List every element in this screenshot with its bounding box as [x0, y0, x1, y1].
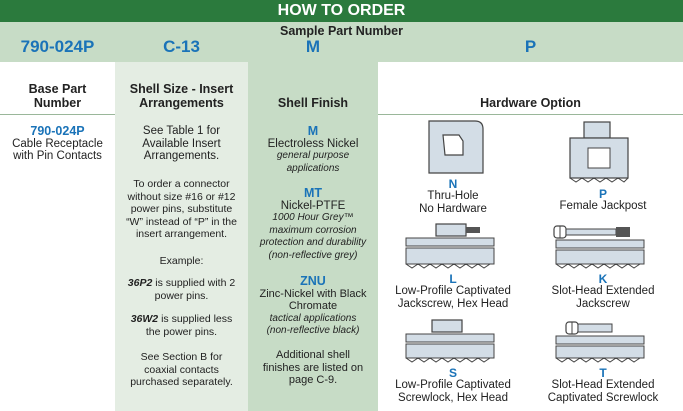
finish-name: Chromate — [288, 300, 338, 312]
shell-text: is supplied less — [158, 313, 233, 325]
hardware-text: Female Jackpost — [559, 200, 647, 212]
shell-text: To order a connector — [133, 178, 230, 190]
finish-desc: protection and durability — [259, 237, 367, 248]
base-part-column: 790-024P Cable Receptacle with Pin Conta… — [0, 125, 115, 163]
sample-part-number-row — [0, 22, 683, 62]
hardware-name-s: Low-Profile Captivated Screwlock, Hex He… — [378, 379, 528, 404]
finish-desc: applications — [286, 162, 340, 174]
example-code: 36W2 — [130, 313, 159, 325]
finish-option-mt: MT Nickel-PTFE 1000 Hour Grey™ maximum c… — [248, 187, 378, 262]
hardware-name-t: Slot-Head Extended Captivated Screwlock — [528, 379, 678, 404]
base-part-desc-2: with Pin Contacts — [13, 150, 102, 162]
divider — [0, 114, 115, 115]
finish-desc: 1000 Hour Grey™ — [272, 212, 354, 223]
example-code: 36P2 — [127, 277, 153, 289]
shell-text: coaxial contacts — [144, 363, 219, 376]
divider — [378, 114, 683, 115]
shell-text: insert arrangement. — [135, 228, 228, 240]
low-profile-jackscrew-diagram — [405, 223, 495, 269]
hardware-text: Thru-Hole — [427, 190, 479, 202]
slot-head-screwlock-diagram — [555, 321, 645, 363]
shell-text: power pins. — [154, 289, 209, 302]
hardware-text: Slot-Head Extended — [551, 285, 655, 297]
hardware-letter-n: N — [448, 177, 458, 191]
finish-name: Zinc-Nickel with Black — [259, 287, 367, 300]
shell-text: purchased separately. — [130, 376, 233, 388]
sample-code-shell: C-13 — [163, 37, 200, 56]
shell-text: See Section B for — [140, 351, 223, 363]
header-hardware-option: Hardware Option — [480, 96, 581, 110]
base-part-code: 790-024P — [30, 124, 85, 138]
thru-hole-diagram — [428, 120, 484, 174]
low-profile-screwlock-diagram — [405, 319, 495, 363]
hardware-text: Low-Profile Captivated — [395, 285, 511, 297]
shell-text: is supplied with 2 — [152, 277, 236, 289]
hardware-name-n: Thru-Hole No Hardware — [378, 190, 528, 215]
hardware-letter-t: T — [599, 366, 607, 380]
finish-text: finishes are listed on — [262, 361, 364, 374]
finish-text: Additional shell — [276, 349, 350, 361]
hardware-text: Low-Profile Captivated — [395, 379, 511, 391]
hardware-text: No Hardware — [419, 202, 487, 215]
finish-column-bg — [248, 62, 378, 411]
hardware-name-p: Female Jackpost — [528, 200, 678, 213]
hardware-text: Screwlock, Hex Head — [398, 391, 508, 404]
shell-example-2: 36W2 is supplied less the power pins. — [115, 313, 248, 338]
title-bar: HOW TO ORDER — [0, 0, 683, 22]
sample-code-finish: M — [305, 37, 321, 56]
shell-text: Arrangements. — [143, 150, 220, 162]
shell-text: Available Insert — [142, 137, 221, 150]
base-part-desc-1: Cable Receptacle — [12, 137, 103, 150]
shell-order-note: To order a connector without size #16 or… — [115, 178, 248, 241]
finish-desc: general purpose — [276, 150, 350, 161]
shell-section-note: See Section B for coaxial contacts purch… — [115, 351, 248, 389]
shell-example-label: Example: — [159, 255, 204, 267]
shell-example-1: 36P2 is supplied with 2 power pins. — [115, 277, 248, 302]
hardware-letter-l: L — [449, 272, 457, 286]
header-base-part-number: Base Part Number — [28, 82, 87, 110]
sample-code-base: 790-024P — [20, 37, 95, 56]
shell-text: “W” instead of “P” in the — [126, 215, 237, 228]
hardware-text: Slot-Head Extended — [551, 379, 655, 391]
header-shell-size: Shell Size - Insert Arrangements — [129, 82, 234, 110]
finish-code: MT — [303, 186, 323, 200]
female-jackpost-diagram — [569, 121, 629, 183]
sample-part-number-title: Sample Part Number — [280, 24, 403, 38]
hardware-name-k: Slot-Head Extended Jackscrew — [528, 285, 678, 310]
finish-desc: tactical applications — [269, 312, 357, 324]
hardware-letter-p: P — [598, 187, 607, 201]
hardware-letter-k: K — [598, 272, 608, 286]
finish-option-znu: ZNU Zinc-Nickel with Black Chromate tact… — [248, 275, 378, 338]
finish-name: Electroless Nickel — [267, 137, 359, 150]
header-shell-finish: Shell Finish — [277, 96, 349, 110]
finish-text: page C-9. — [288, 374, 338, 386]
finish-option-m: M Electroless Nickel general purpose app… — [248, 125, 378, 175]
hardware-text: Jackscrew, Hex Head — [397, 297, 509, 310]
hardware-letter-s: S — [448, 366, 457, 380]
finish-desc: (non-reflective grey) — [268, 249, 358, 261]
hardware-name-l: Low-Profile Captivated Jackscrew, Hex He… — [378, 285, 528, 310]
slot-head-jackscrew-diagram — [553, 225, 645, 269]
shell-text: the power pins. — [145, 325, 218, 338]
hardware-text: Jackscrew — [576, 297, 630, 310]
finish-additional-note: Additional shell finishes are listed on … — [248, 349, 378, 387]
shell-column-bg — [115, 62, 248, 411]
finish-desc: (non-reflective black) — [266, 325, 360, 336]
shell-text: power pins, substitute — [130, 203, 233, 215]
shell-text: without size #16 or #12 — [127, 190, 236, 203]
finish-desc: maximum corrosion — [269, 224, 357, 236]
hardware-text: Captivated Screwlock — [547, 391, 659, 404]
finish-name: Nickel-PTFE — [280, 199, 346, 212]
shell-size-column: See Table 1 for Available Insert Arrange… — [115, 125, 248, 163]
sample-code-hardware: P — [524, 37, 537, 56]
shell-text: See Table 1 for — [142, 125, 221, 137]
finish-code: ZNU — [300, 274, 326, 288]
finish-code: M — [307, 124, 319, 138]
